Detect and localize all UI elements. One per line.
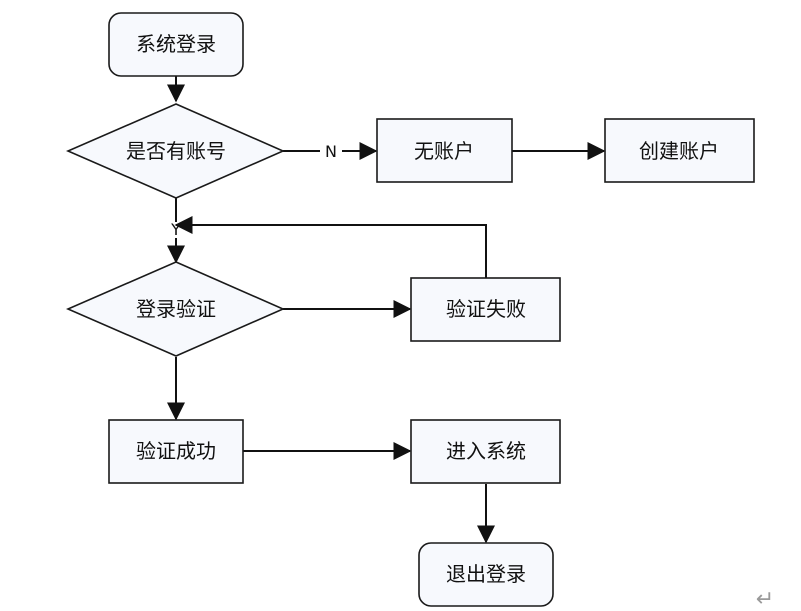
node-start-login-label: 系统登录 [136,32,216,56]
node-no-account-label: 无账户 [414,139,474,163]
node-enter-system: 进入系统 [410,419,561,484]
decision-has-account-label: 是否有账号 [126,139,226,163]
decision-has-account: 是否有账号 [65,103,285,199]
edge-fail-back-to-verify [174,216,487,278]
node-verify-success-label: 验证成功 [136,439,216,463]
node-enter-system-label: 进入系统 [446,439,526,463]
node-verify-fail-label: 验证失败 [446,297,526,321]
decision-login-verify-label: 登录验证 [136,297,216,321]
node-verify-fail: 验证失败 [410,277,561,342]
edge-label-no: N [325,142,337,161]
node-start-login: 系统登录 [108,12,244,77]
node-create-account: 创建账户 [604,118,755,183]
decision-login-verify: 登录验证 [65,261,285,357]
paragraph-return-icon: ↵ [756,587,774,611]
edge-label-yes: Y [170,220,181,239]
node-no-account: 无账户 [376,118,513,183]
node-logout: 退出登录 [418,542,554,607]
node-create-account-label: 创建账户 [639,139,719,163]
node-logout-label: 退出登录 [446,562,526,586]
node-verify-success: 验证成功 [108,419,244,484]
